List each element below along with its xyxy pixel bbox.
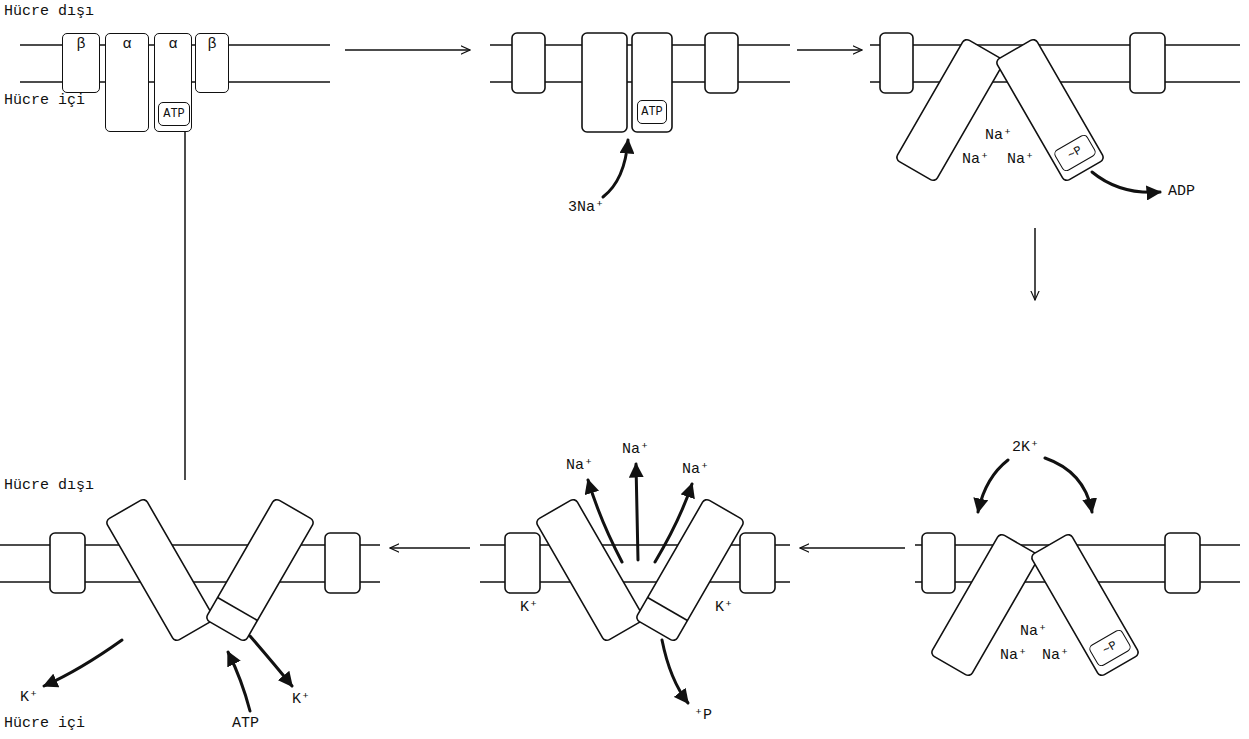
ion-label: Na⁺ bbox=[1000, 648, 1027, 664]
subunit-text: α bbox=[122, 36, 131, 54]
flow-arrow bbox=[390, 547, 470, 549]
beta-subunit bbox=[922, 533, 955, 593]
alpha-subunit bbox=[1030, 533, 1140, 677]
membrane-line bbox=[870, 44, 1240, 45]
beta-subunit bbox=[705, 33, 738, 93]
ion-arrow bbox=[588, 480, 622, 562]
ion-label: K⁺ bbox=[520, 600, 538, 616]
subunit-text: ATP bbox=[641, 105, 663, 119]
alpha-subunit bbox=[632, 33, 672, 132]
alpha-subunit bbox=[995, 38, 1105, 182]
ion-arrow bbox=[655, 484, 692, 562]
alpha-subunit: α bbox=[105, 33, 149, 132]
subunit-text: β bbox=[207, 36, 216, 54]
phosphate-site: ~P bbox=[1053, 133, 1098, 173]
beta-subunit bbox=[1165, 533, 1200, 593]
region-label: Hücre içi bbox=[4, 93, 85, 109]
phosphate-site bbox=[648, 597, 688, 620]
flow-arrow bbox=[184, 100, 186, 480]
phosphate-site: ~P bbox=[1088, 628, 1133, 668]
region-label: Hücre içi bbox=[4, 716, 85, 732]
beta-subunit bbox=[325, 533, 360, 593]
flow-arrow bbox=[345, 49, 470, 51]
beta-subunit bbox=[1130, 33, 1165, 93]
beta-subunit bbox=[505, 533, 540, 593]
atp-site: ATP bbox=[158, 102, 190, 126]
alpha-subunit bbox=[535, 498, 645, 642]
flow-arrow bbox=[797, 49, 862, 51]
ion-label: 3Na⁺ bbox=[568, 200, 604, 216]
subunit-text: ATP bbox=[163, 107, 185, 121]
ion-arrow bbox=[228, 652, 250, 711]
region-label: Hücre dışı bbox=[4, 478, 94, 494]
atp-site: ATP bbox=[637, 100, 667, 124]
alpha-subunit: αATP bbox=[154, 33, 192, 132]
phosphate-site bbox=[218, 597, 258, 620]
region-label: Hücre dışı bbox=[4, 4, 94, 20]
molecule-label: ⁺P bbox=[694, 708, 712, 724]
subunit-text: α bbox=[168, 36, 177, 54]
alpha-subunit bbox=[205, 498, 315, 642]
ion-label: Na⁺ bbox=[1042, 648, 1069, 664]
flow-arrow bbox=[800, 547, 905, 549]
ion-label: Na⁺ bbox=[622, 442, 649, 458]
subunit-text: ~P bbox=[1100, 638, 1119, 657]
subunit-text: ~P bbox=[1065, 143, 1084, 162]
beta-subunit: β bbox=[62, 33, 100, 93]
ion-label: K⁺ bbox=[20, 690, 38, 706]
flow-arrow bbox=[1034, 228, 1036, 300]
ion-label: Na⁺ bbox=[682, 462, 709, 478]
ion-arrow bbox=[603, 140, 628, 197]
alpha-subunit bbox=[105, 498, 215, 642]
ion-arrow bbox=[44, 640, 122, 686]
beta-subunit bbox=[880, 33, 913, 93]
beta-subunit bbox=[512, 33, 545, 93]
ion-label: Na⁺ bbox=[566, 458, 593, 474]
beta-subunit: β bbox=[195, 33, 229, 93]
beta-subunit bbox=[740, 533, 775, 593]
ion-label: Na⁺ bbox=[962, 152, 989, 168]
ion-arrow bbox=[1092, 172, 1160, 192]
alpha-subunit bbox=[635, 498, 745, 642]
molecule-label: ADP bbox=[1168, 184, 1195, 200]
ion-label: K⁺ bbox=[292, 692, 310, 708]
alpha-subunit bbox=[582, 33, 627, 132]
ion-label: 2K⁺ bbox=[1012, 440, 1039, 456]
beta-subunit bbox=[50, 533, 85, 593]
ion-arrow bbox=[662, 640, 688, 703]
ion-arrow bbox=[250, 636, 292, 686]
ion-label: K⁺ bbox=[715, 600, 733, 616]
molecule-label: ATP bbox=[232, 716, 259, 732]
ion-label: Na⁺ bbox=[1020, 624, 1047, 640]
ion-arrow bbox=[1045, 458, 1092, 512]
alpha-subunit bbox=[930, 533, 1040, 677]
subunit-text: β bbox=[76, 36, 85, 54]
ion-arrow bbox=[636, 464, 638, 560]
ion-label: Na⁺ bbox=[985, 128, 1012, 144]
ion-arrow bbox=[978, 460, 1008, 512]
alpha-subunit bbox=[895, 38, 1005, 182]
ion-label: Na⁺ bbox=[1007, 152, 1034, 168]
